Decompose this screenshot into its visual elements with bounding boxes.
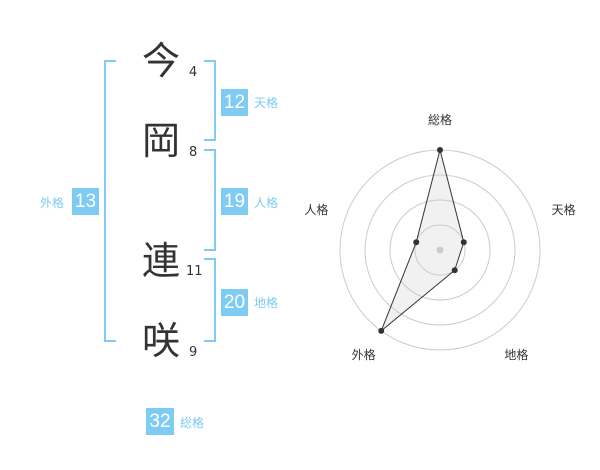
radar-ring-1 bbox=[414, 224, 466, 276]
tenkaku-label: 天格 bbox=[254, 96, 279, 110]
radar-value-polygon bbox=[380, 149, 465, 332]
radar-ring-2 bbox=[389, 199, 491, 301]
radar-axis-label-4: 外格 bbox=[352, 347, 376, 362]
radar-point-2 bbox=[460, 239, 467, 246]
radar-axis-label-1: 総格 bbox=[428, 112, 452, 127]
radar-axis-label-5: 人格 bbox=[304, 202, 328, 217]
tenkaku-bracket bbox=[204, 60, 216, 141]
radar-axis-label-3: 地格 bbox=[504, 347, 528, 362]
gaikaku-badge: 13 bbox=[72, 188, 99, 215]
radar-point-3 bbox=[451, 267, 458, 274]
radar-point-5 bbox=[413, 239, 420, 246]
stroke-count-3: 11 bbox=[186, 264, 203, 279]
name-char-4: 咲 bbox=[141, 319, 180, 363]
jinkaku-bracket bbox=[204, 149, 216, 251]
soukaku-badge: 32 bbox=[146, 408, 174, 435]
tenkaku-badge: 12 bbox=[221, 89, 248, 116]
radar-point-1 bbox=[437, 147, 443, 153]
stroke-count-1: 4 bbox=[189, 65, 198, 80]
jinkaku-badge: 19 bbox=[221, 188, 248, 215]
jinkaku-label: 人格 bbox=[254, 196, 279, 210]
radar-ring-3 bbox=[364, 174, 516, 326]
gaikaku-label: 外格 bbox=[40, 196, 65, 210]
name-char-1: 今 bbox=[141, 39, 180, 83]
soukaku-label: 総格 bbox=[180, 416, 205, 430]
name-char-3: 連 bbox=[141, 239, 180, 283]
gaikaku-bracket bbox=[104, 60, 116, 342]
radar-point-4 bbox=[378, 327, 385, 334]
stroke-count-2: 8 bbox=[189, 145, 198, 160]
name-char-2: 岡 bbox=[141, 119, 180, 163]
chikaku-badge: 20 bbox=[221, 289, 248, 316]
radar-center-dot bbox=[436, 246, 444, 254]
chikaku-bracket bbox=[204, 258, 216, 342]
stroke-count-4: 9 bbox=[189, 345, 198, 360]
chikaku-label: 地格 bbox=[254, 296, 279, 310]
radar-axis-label-2: 天格 bbox=[552, 202, 576, 217]
